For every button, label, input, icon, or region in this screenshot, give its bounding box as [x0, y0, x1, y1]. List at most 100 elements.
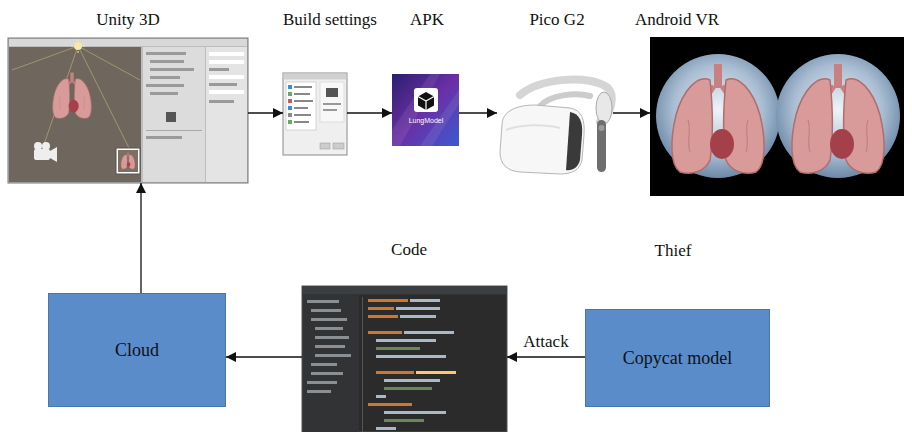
build-settings-screenshot-part [323, 103, 341, 105]
code-editor-screenshot-part [311, 372, 343, 375]
vr-headset-part [500, 105, 584, 174]
process-box: ThiefCopycat model [585, 309, 770, 407]
vr-stereo-view-part [650, 37, 904, 196]
build-settings-screenshot-part [320, 143, 330, 149]
build-settings-screenshot-part [294, 121, 309, 123]
unity-editor-screenshot-part [34, 142, 42, 150]
apk-icon [392, 74, 459, 146]
code-editor-screenshot-part [368, 331, 402, 334]
node-heading: Pico G2 [529, 10, 584, 30]
apk-icon-part [414, 88, 438, 112]
code-editor-screenshot-part [410, 299, 440, 302]
code-editor-screenshot-part [362, 297, 363, 432]
unity-editor-screenshot-part [74, 42, 82, 50]
vr-headset [500, 80, 612, 174]
flow-arrow [226, 356, 302, 357]
heading-slot: Unity 3D [96, 10, 160, 30]
code-editor-screenshot-part [368, 307, 394, 310]
code-editor-screenshot-part [396, 307, 440, 310]
heading-slot: Android VR [635, 10, 719, 30]
code-editor-screenshot-part [315, 354, 351, 357]
unity-editor-screenshot-part [9, 39, 247, 46]
node-heading: Code [391, 240, 427, 260]
code-editor-screenshot-part [315, 336, 349, 339]
build-settings-screenshot [283, 73, 347, 155]
vr-headset-part [540, 94, 590, 106]
build-settings-screenshot-part [288, 120, 292, 124]
label-slot: LungModel [409, 117, 444, 125]
flow-arrow [507, 356, 585, 357]
vr-stereo-view [650, 37, 904, 196]
vr-stereo-view-part [672, 64, 764, 173]
body-slot: Cloud [49, 294, 225, 406]
code-editor-screenshot-part [376, 395, 386, 398]
code-editor-screenshot-part [307, 390, 331, 393]
node-heading: APK [410, 10, 444, 30]
code-editor-screenshot-part [376, 371, 414, 374]
code-editor-screenshot-part [307, 300, 339, 303]
unity-editor-screenshot-part [116, 148, 140, 174]
apk-icon-part [392, 74, 459, 146]
code-editor-screenshot-part [376, 339, 436, 342]
flow-arrow [248, 112, 283, 113]
heading-slot: Thief [655, 241, 692, 261]
unity-editor-screenshot-part [209, 83, 237, 86]
code-editor-screenshot-part [384, 419, 424, 422]
build-settings-screenshot-part [288, 85, 292, 89]
build-settings-screenshot-part [294, 114, 311, 116]
vr-stereo-view-part [776, 54, 900, 178]
build-settings-screenshot-part [288, 113, 292, 117]
unity-editor-screenshot-part [8, 38, 248, 183]
box-label: Copycat model [619, 348, 736, 369]
unity-editor-screenshot-part [150, 68, 194, 71]
unity-editor-screenshot-part [150, 76, 180, 79]
build-settings-screenshot-part [326, 88, 338, 97]
code-screenshot: Code [302, 286, 507, 432]
flow-arrow [459, 112, 497, 113]
node-heading: Android VR [635, 10, 719, 30]
unity-editor-screenshot-part [9, 47, 141, 182]
edge-label: Attack [521, 332, 570, 352]
code-editor-screenshot-part [311, 318, 347, 321]
code-editor-screenshot-part [368, 315, 398, 318]
code-editor-screenshot [302, 286, 507, 432]
unity-editor-screenshot-part [71, 39, 85, 53]
code-editor-screenshot-part [311, 363, 337, 366]
code-editor-screenshot-part [376, 355, 446, 358]
unity-editor-screenshot-part [146, 84, 184, 87]
unity-editor-screenshot [8, 38, 248, 183]
code-editor-screenshot-part [384, 387, 432, 390]
unity-editor-screenshot-part [146, 136, 182, 139]
code-editor-screenshot-part [315, 327, 343, 330]
unity-editor-screenshot-part [34, 149, 50, 160]
build-settings-screenshot-part [286, 82, 316, 130]
vr-view-picture: Android VR [650, 37, 904, 196]
vr-headset-part [506, 125, 560, 130]
build-settings-screenshot-part [323, 109, 337, 111]
code-editor-screenshot-part [400, 315, 436, 318]
code-editor-screenshot-part [307, 381, 337, 384]
build-settings-screenshot-part [288, 92, 292, 96]
code-editor-screenshot-part [302, 286, 507, 432]
vr-stereo-view-part [656, 54, 780, 178]
code-editor-screenshot-part [376, 347, 420, 350]
unity-editor-screenshot-part [143, 47, 205, 182]
apk-icon-part [418, 97, 434, 111]
headset-picture: Pico G2 [497, 75, 613, 175]
build-settings-screenshot-part [288, 106, 292, 110]
vr-stereo-view-part [792, 64, 884, 173]
flow-arrow [613, 112, 650, 113]
code-editor-screenshot-part [368, 403, 412, 406]
unity-editor-screenshot-part [209, 75, 244, 79]
build-settings-screenshot-part [288, 99, 292, 103]
build-settings-screenshot-part [294, 93, 310, 95]
build-settings-screenshot-part [294, 107, 308, 109]
unity-editor-screenshot-part [53, 72, 92, 118]
code-editor-screenshot-part [376, 427, 396, 430]
unity-editor-screenshot-part [209, 68, 229, 71]
editor-screenshot: Unity 3D [8, 38, 248, 183]
unity-editor-screenshot-part [121, 153, 135, 169]
unity-editor-screenshot-part [150, 60, 184, 63]
